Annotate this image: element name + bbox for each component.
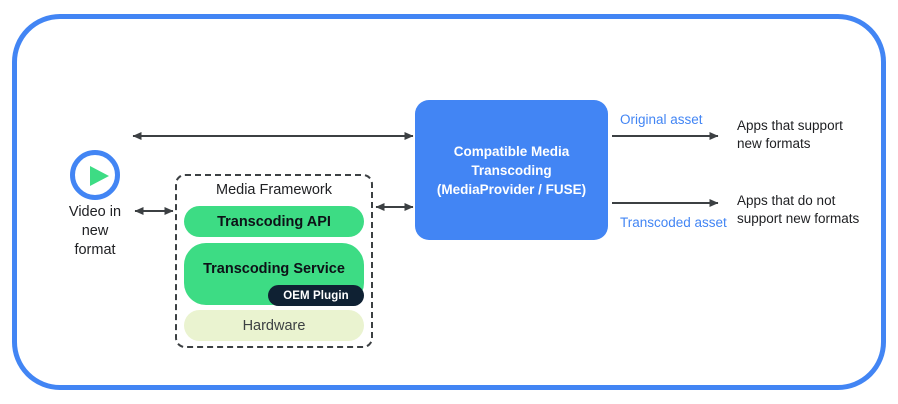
layer-hardware-label: Hardware (242, 317, 306, 334)
outer-frame-border (12, 14, 886, 390)
compatible-media-transcoding-box: Compatible Media Transcoding (MediaProvi… (415, 100, 608, 240)
oem-plugin-badge: OEM Plugin (268, 285, 364, 306)
layer-transcoding-api: Transcoding API (184, 206, 364, 237)
apps-that-support-label: Apps that support new formats (737, 118, 843, 151)
transcoded-asset-label: Transcoded asset (620, 215, 727, 230)
layer-transcoding-api-label: Transcoding API (217, 213, 331, 230)
original-asset-label: Original asset (620, 112, 703, 127)
media-framework-container (175, 174, 373, 348)
media-framework-title: Media Framework (215, 182, 333, 198)
play-circle-icon (70, 150, 120, 200)
oem-plugin-label: OEM Plugin (283, 289, 349, 302)
play-triangle-icon (90, 166, 109, 186)
apps-that-do-not-support-label: Apps that do not support new formats (737, 193, 860, 226)
video-source-caption: Video in new format (68, 204, 122, 258)
compatible-media-transcoding-label: Compatible Media Transcoding (MediaProvi… (436, 143, 587, 197)
layer-transcoding-service-label: Transcoding Service (203, 261, 345, 277)
layer-hardware: Hardware (184, 310, 364, 341)
